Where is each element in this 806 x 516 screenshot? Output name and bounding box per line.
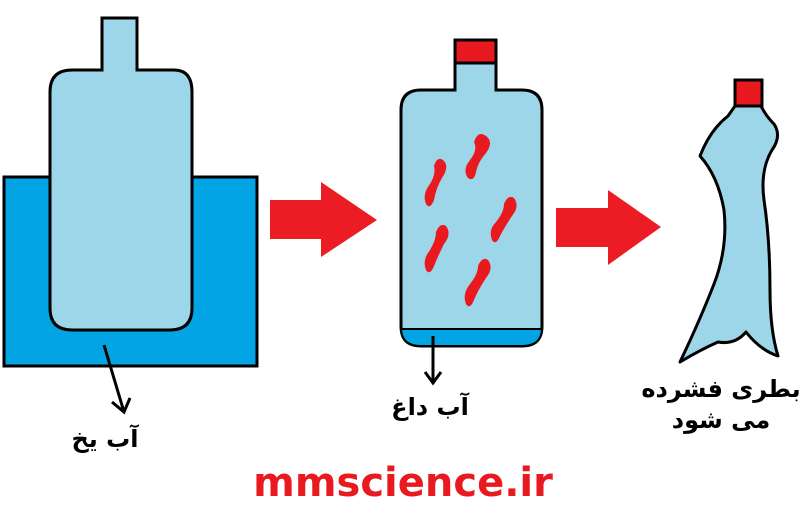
bottle-cap xyxy=(453,38,498,65)
stage-ice-water xyxy=(2,16,259,415)
crushed-bottle xyxy=(678,104,780,364)
ice-water-label: آب یخ xyxy=(71,425,139,453)
crushed-label-line-2: می شود xyxy=(671,406,771,435)
steam-wisp-3 xyxy=(490,196,517,243)
ice-water-pointer-arrow xyxy=(102,344,132,415)
hot-water-label: آب داغ xyxy=(391,393,469,421)
steam-wisp-4 xyxy=(424,224,449,273)
crushed-bottle-cap xyxy=(733,78,764,108)
hot-water-layer xyxy=(402,328,541,345)
steam-wisp-2 xyxy=(424,158,447,207)
website-watermark: mmscience.ir xyxy=(253,460,553,506)
crushed-label-line-1: بطری فشرده xyxy=(641,375,801,403)
process-arrow-2 xyxy=(556,190,661,265)
steam-wisp-1 xyxy=(465,134,490,180)
stage-hot-water xyxy=(399,38,544,386)
stage-crushed xyxy=(678,78,780,364)
crushed-bottle-label: بطری فشرده می شود xyxy=(636,374,806,436)
steam-wisp-5 xyxy=(464,258,491,307)
hot-water-pointer-arrow xyxy=(423,336,443,386)
hot-bottle xyxy=(399,61,544,348)
cold-bottle xyxy=(48,16,194,332)
process-arrow-1 xyxy=(270,182,377,257)
